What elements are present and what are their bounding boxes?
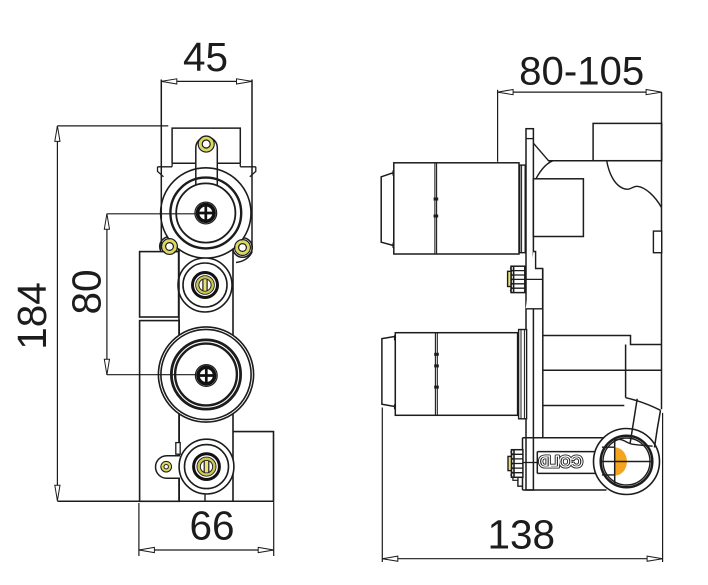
svg-text:138: 138 xyxy=(488,511,556,557)
svg-text:184: 184 xyxy=(9,282,55,350)
svg-text:80: 80 xyxy=(63,269,109,314)
svg-text:45: 45 xyxy=(183,34,228,80)
svg-text:COLD: COLD xyxy=(539,454,582,471)
svg-text:COLD: COLD xyxy=(539,454,582,471)
svg-text:80-105: 80-105 xyxy=(519,49,644,94)
svg-text:66: 66 xyxy=(189,503,234,549)
